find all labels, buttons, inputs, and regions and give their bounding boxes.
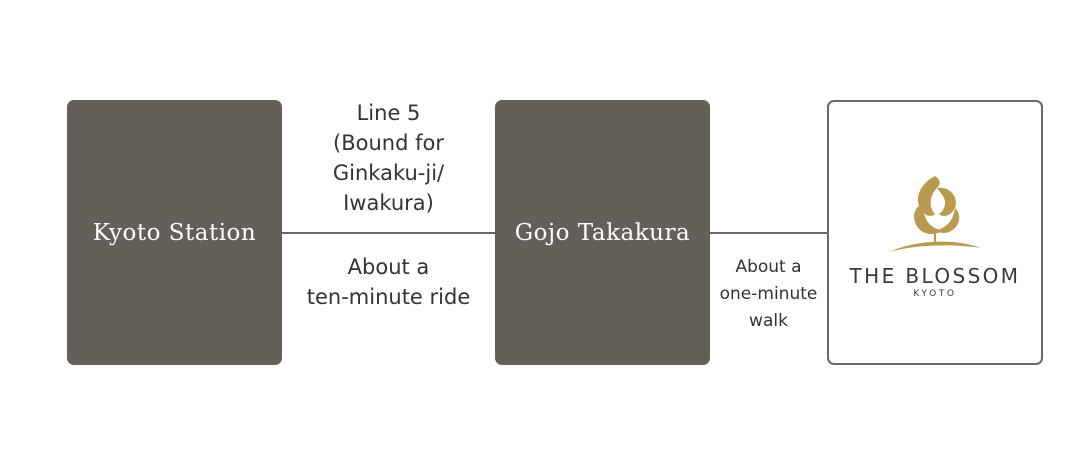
- edge-label-ride-time: About a ten-minute ride: [282, 252, 495, 312]
- connector-gojo-to-hotel: [710, 232, 827, 234]
- caption-line: ten-minute ride: [306, 285, 471, 309]
- caption-line: Iwakura): [343, 191, 434, 215]
- node-kyoto-station: Kyoto Station: [67, 100, 282, 365]
- caption-line: About a: [347, 255, 430, 279]
- brand-subtitle: KYOTO: [913, 289, 957, 299]
- caption-line: About a: [735, 257, 802, 277]
- node-gojo-takakura: Gojo Takakura: [495, 100, 710, 365]
- brand-name: THE BLOSSOM: [849, 264, 1021, 288]
- caption-line: one-minute: [719, 284, 818, 304]
- caption-line: Ginkaku-ji/: [332, 161, 445, 185]
- caption-line: (Bound for: [333, 131, 444, 155]
- node-label: Kyoto Station: [92, 219, 257, 246]
- node-the-blossom-kyoto: THE BLOSSOM KYOTO: [827, 100, 1043, 365]
- caption-line: walk: [749, 311, 788, 331]
- edge-label-line-info: Line 5 (Bound for Ginkaku-ji/ Iwakura): [282, 98, 495, 218]
- connector-kyoto-to-gojo: [282, 232, 495, 234]
- blossom-logo-icon: [889, 176, 981, 252]
- caption-line: Line 5: [356, 101, 421, 125]
- edge-label-walk-time: About a one-minute walk: [710, 254, 827, 335]
- node-label: Gojo Takakura: [514, 219, 691, 246]
